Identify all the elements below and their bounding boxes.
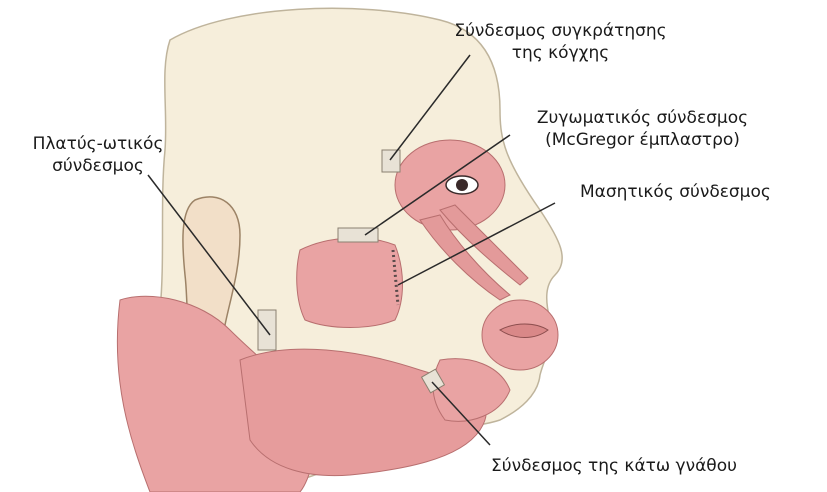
masseteric-ligament-label: Μασητικός σύνδεσμος bbox=[580, 181, 771, 203]
orbital-ligament-label: Σύνδεσμος συγκράτησης της κόγχης bbox=[418, 20, 703, 64]
orbital-ligament-label-line2: της κόγχης bbox=[418, 42, 703, 64]
mandibular-ligament-label: Σύνδεσμος της κάτω γνάθου bbox=[491, 455, 737, 477]
zygomatic-ligament-label-line1: Ζυγωματικός σύνδεσμος bbox=[505, 107, 780, 129]
zygomatic-ligament-label-line2: (McGregor έμπλαστρο) bbox=[505, 129, 780, 151]
iris bbox=[456, 179, 468, 191]
platysma-auricular-label-line1: Πλατύς-ωτικός bbox=[8, 133, 188, 155]
masseter-muscle bbox=[297, 238, 403, 327]
orbital-ligament-label-line1: Σύνδεσμος συγκράτησης bbox=[418, 20, 703, 42]
orbital-ligament-patch bbox=[382, 150, 400, 172]
platysma-auricular-label: Πλατύς-ωτικός σύνδεσμος bbox=[8, 133, 188, 177]
zygomatic-ligament-label: Ζυγωματικός σύνδεσμος (McGregor έμπλαστρ… bbox=[505, 107, 780, 151]
masseteric-ligament-label-text: Μασητικός σύνδεσμος bbox=[580, 181, 771, 203]
platysma-auricular-label-line2: σύνδεσμος bbox=[8, 155, 188, 177]
mandibular-ligament-label-text: Σύνδεσμος της κάτω γνάθου bbox=[491, 455, 737, 477]
